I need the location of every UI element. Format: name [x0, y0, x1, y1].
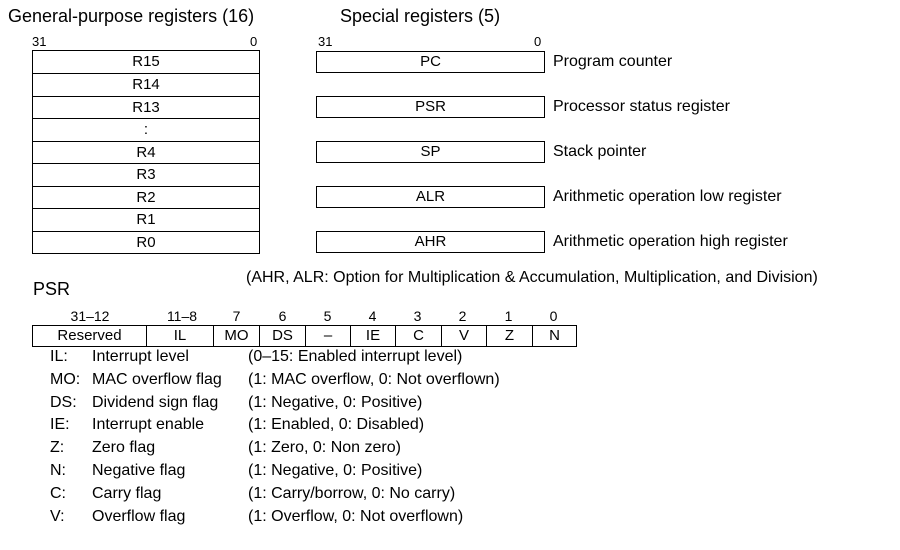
special-bit-low: 0: [534, 34, 542, 49]
psr-field-n: N: [532, 326, 576, 346]
psr-bit-label: 5: [323, 308, 332, 324]
special-register-desc: Arithmetic operation low register: [553, 188, 782, 205]
psr-field-reserved: Reserved: [57, 327, 122, 344]
legend-abbr: Z:: [50, 439, 65, 456]
psr-field-ie: IE: [350, 326, 395, 346]
legend-meaning: (1: Zero, 0: Non zero): [248, 439, 401, 456]
special-register-pc: PC: [316, 51, 545, 73]
special-register-psr: PSR: [316, 96, 545, 118]
legend-meaning: (1: Negative, 0: Positive): [248, 394, 423, 411]
gpr-row: R4: [33, 141, 259, 163]
psr-bit-label: 7: [232, 308, 241, 324]
multiplication-note: (AHR, ALR: Option for Multiplication & A…: [246, 269, 818, 286]
special-register-desc: Program counter: [553, 53, 673, 70]
special-register-desc: Processor status register: [553, 98, 730, 115]
psr-bit-label: 31–12: [70, 308, 110, 324]
gpr-row: R0: [33, 231, 259, 253]
legend-abbr: DS:: [50, 394, 77, 411]
legend-name: Negative flag: [92, 462, 186, 479]
psr-field-z: Z: [486, 326, 532, 346]
legend-name: Zero flag: [92, 439, 156, 456]
psr-field-unused: –: [305, 326, 350, 346]
legend-name: MAC overflow flag: [92, 371, 222, 388]
legend-abbr: IE:: [50, 416, 70, 433]
special-register-desc: Stack pointer: [553, 143, 647, 160]
gpr-row: R1: [33, 208, 259, 231]
legend-abbr: MO:: [50, 371, 81, 388]
legend-abbr: C:: [50, 485, 66, 502]
legend-meaning: (1: Overflow, 0: Not overflown): [248, 508, 464, 525]
gpr-row: R15: [132, 53, 160, 70]
special-title: Special registers (5): [340, 6, 501, 26]
legend-abbr: V:: [50, 508, 65, 525]
psr-field-mo: MO: [213, 326, 259, 346]
psr-field-v: V: [441, 326, 486, 346]
gpr-row: R14: [33, 73, 259, 96]
legend-meaning: (1: Negative, 0: Positive): [248, 462, 423, 479]
gpr-row: R3: [33, 163, 259, 186]
legend-name: Dividend sign flag: [92, 394, 219, 411]
legend-name: Interrupt level: [92, 348, 189, 365]
psr-bit-label: 4: [368, 308, 377, 324]
psr-field-c: C: [395, 326, 441, 346]
gpr-row-ellipsis: :: [33, 118, 259, 141]
legend-abbr: N:: [50, 462, 66, 479]
legend-name: Interrupt enable: [92, 416, 205, 433]
gpr-title: General-purpose registers (16): [8, 6, 255, 26]
special-register-alr: ALR: [316, 186, 545, 208]
psr-field-ds: DS: [259, 326, 305, 346]
psr-field-il: IL: [146, 326, 213, 346]
gpr-bit-low: 0: [250, 34, 258, 49]
gpr-row: R13: [33, 96, 259, 118]
psr-field-table: Reserved IL MO DS – IE C V Z N: [32, 325, 577, 347]
special-bit-high: 31: [318, 34, 333, 49]
gpr-register-file: R15 R14 R13 : R4 R3 R2 R1 R0: [32, 50, 260, 254]
gpr-bit-high: 31: [32, 34, 47, 49]
special-register-ahr: AHR: [316, 231, 545, 253]
legend-name: Carry flag: [92, 485, 162, 502]
psr-bit-label: 11–8: [166, 308, 198, 324]
special-register-sp: SP: [316, 141, 545, 163]
psr-bit-label: 6: [278, 308, 287, 324]
legend-name: Overflow flag: [92, 508, 186, 525]
psr-bit-label: 2: [458, 308, 467, 324]
psr-bit-label: 0: [549, 308, 558, 324]
psr-title: PSR: [33, 279, 71, 299]
legend-meaning: (0–15: Enabled interrupt level): [248, 348, 463, 365]
legend-meaning: (1: Enabled, 0: Disabled): [248, 416, 425, 433]
gpr-row: R2: [33, 186, 259, 208]
legend-meaning: (1: MAC overflow, 0: Not overflown): [248, 371, 500, 388]
psr-bit-label: 3: [413, 308, 422, 324]
legend-meaning: (1: Carry/borrow, 0: No carry): [248, 485, 456, 502]
legend-abbr: IL:: [50, 348, 68, 365]
special-register-desc: Arithmetic operation high register: [553, 233, 788, 250]
psr-bit-label: 1: [504, 308, 513, 324]
